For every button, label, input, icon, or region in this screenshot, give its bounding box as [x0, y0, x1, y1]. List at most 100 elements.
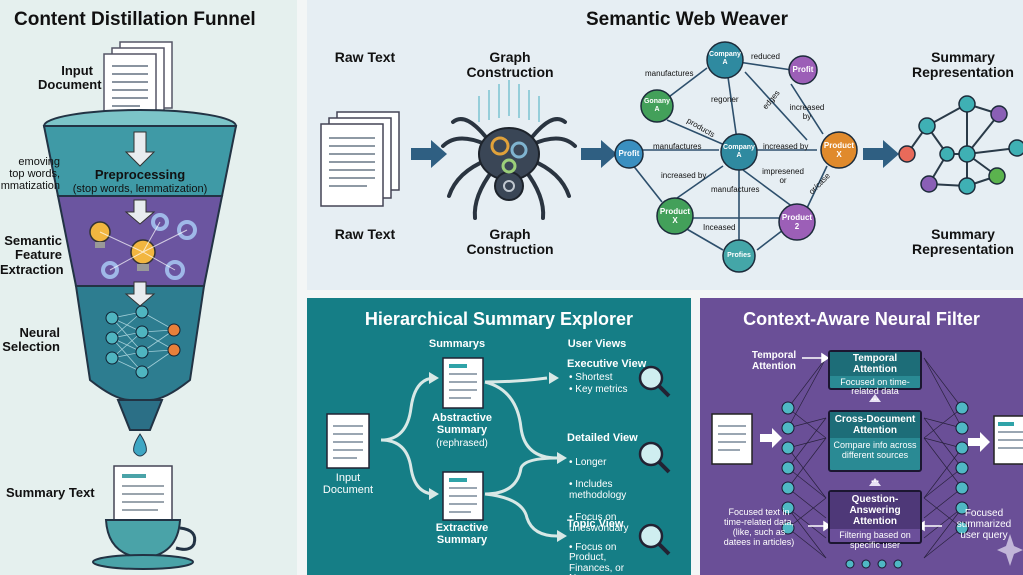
detailed-item: • Longer	[569, 457, 607, 468]
gear-icon	[101, 213, 197, 280]
summary-text-label: Summary Text	[6, 485, 95, 500]
spider-icon	[441, 80, 577, 220]
removing-label: emoving top words, mmatization	[0, 156, 60, 193]
neural-title: Context-Aware Neural Filter	[743, 309, 980, 329]
node-product-x-left[interactable]: Product X	[659, 207, 691, 225]
node-company-a-top[interactable]: Company A	[709, 51, 741, 66]
cup-icon	[92, 519, 197, 570]
arrowheads	[429, 372, 567, 542]
node-company-a-center[interactable]: Company A	[723, 144, 755, 159]
raw-text-label-bottom: Raw Text	[334, 226, 396, 242]
semantic-web-graphic	[320, 41, 1023, 273]
input-document-label: Input Document	[38, 63, 102, 93]
input-text-icon	[711, 413, 753, 465]
funnel-graphic	[42, 41, 238, 570]
summary-document-icon	[113, 465, 173, 527]
node-product-2[interactable]: Product 2	[781, 213, 813, 231]
focused-query-note: Focused summarized user query	[956, 508, 1012, 541]
abstractive-summary-label: Abstractive Summary	[432, 412, 492, 437]
cross-document-attention-title: Cross-Document Attention	[830, 412, 920, 438]
temporal-attention-title: Temporal Attention	[830, 352, 920, 376]
temporal-attention-label: Temporal Attention	[751, 350, 797, 372]
executive-view-list: • Shortest • Key metrics	[569, 372, 628, 395]
sparkle-icon	[997, 534, 1023, 566]
up-arrow-icon	[869, 394, 881, 486]
neural-network-icon	[105, 305, 181, 379]
detailed-item: • Includes methodology	[569, 479, 627, 501]
network-connections	[787, 357, 963, 559]
graph-construction-label-bottom: Graph Construction	[466, 226, 554, 258]
focused-text-note: Focused text in time-related data, (like…	[723, 507, 795, 547]
node-product-x-right[interactable]: Product X	[823, 141, 855, 159]
abstractive-summary-sub: (rephrased)	[436, 438, 488, 449]
raw-text-label-top: Raw Text	[334, 49, 396, 65]
detailed-view-title[interactable]: Detailed View	[567, 432, 638, 444]
droplet-icon	[133, 433, 147, 457]
cross-document-attention-box[interactable]: Cross-Document Attention Compare info ac…	[828, 410, 922, 472]
topic-view-title[interactable]: Topic View	[567, 518, 624, 530]
edge-label-increased-by-left: increased by	[661, 171, 707, 180]
edge-label-increased-by-top: increased by	[789, 103, 825, 121]
flow-arrows	[124, 131, 156, 307]
temporal-attention-box[interactable]: Temporal Attention Focused on time- rela…	[828, 350, 922, 396]
temporal-attention-text: Focused on time- related data	[840, 377, 910, 397]
funnel-spout	[116, 399, 164, 431]
ellipsis-1: ...	[870, 392, 880, 403]
question-answering-attention-title: Question-Answering Attention	[830, 492, 920, 529]
graph-nodes	[614, 41, 858, 273]
edge-label-manufactures-low: manufactures	[711, 185, 760, 194]
summary-representation-label-top: Summary Representation	[912, 49, 1014, 81]
input-document-icon	[326, 413, 370, 469]
hierarchical-summary-explorer-panel: Hierarchical Summary Explorer Summarys U…	[307, 298, 691, 575]
content-distillation-funnel-panel: Content Distillation Funnel	[0, 0, 297, 575]
executive-item: • Key metrics	[569, 383, 628, 395]
neuron-nodes	[781, 401, 969, 569]
branch-arrows	[380, 376, 558, 538]
funnel-title: Content Distillation Funnel	[14, 9, 256, 30]
flow-arrow-icon	[411, 140, 899, 168]
edge-label-manufactures-top: manufactures	[645, 69, 694, 78]
edge-label-manufactures-mid: manufactures	[653, 142, 702, 151]
edge-label-impresened: impresened or	[762, 167, 804, 185]
semantic-feature-label: Semantic Feature Extraction	[0, 233, 64, 277]
raw-text-document-icon	[320, 111, 400, 207]
edge-label-reduced: reduced	[751, 52, 780, 61]
col-summaries-label: Summarys	[428, 338, 486, 350]
summary-graph-icon	[898, 95, 1023, 195]
node-gonany-a[interactable]: Gonany A	[643, 98, 671, 113]
search-icon	[638, 365, 671, 556]
preprocessing-title: Preprocessing	[94, 167, 186, 182]
input-arrow-icon	[760, 428, 782, 448]
executive-item: • Shortest	[569, 372, 613, 383]
abstractive-summary-icon	[442, 357, 484, 409]
edge-label-regoner: regoner	[711, 95, 739, 104]
topic-item: • Focus on Product, Finances, or News	[569, 541, 625, 575]
input-document-label: Input Document	[322, 472, 374, 497]
node-profit-top[interactable]: Profit	[792, 65, 814, 74]
detailed-view-list: • Longer • Includes methodology • Focus …	[569, 446, 628, 545]
extractive-summary-icon	[442, 471, 484, 521]
detailed-item: • Focus on uneswondary	[569, 512, 629, 534]
topic-view-list: • Focus on Product, Finances, or News	[569, 532, 624, 575]
node-profies[interactable]: Profies	[727, 252, 751, 259]
edge-label-increased-by-mid: increased by	[763, 142, 809, 151]
edge-label-inceased: Inceased	[703, 223, 736, 232]
extractive-summary-label: Extractive Summary	[435, 522, 489, 547]
neural-selection-label: Neural Selection	[2, 325, 60, 355]
ellipsis-2: ...	[870, 474, 880, 485]
node-profit-left[interactable]: Profit	[618, 149, 640, 158]
graph-construction-label-top: Graph Construction	[466, 49, 554, 81]
summary-representation-label-bottom: Summary Representation	[912, 226, 1014, 258]
context-aware-neural-filter-panel: Context-Aware Neural Filter	[700, 298, 1023, 575]
web-title: Semantic Web Weaver	[585, 9, 789, 30]
question-answering-attention-text: Filtering based on specific user	[839, 530, 911, 550]
col-user-views-label: User Views	[567, 338, 627, 350]
neural-filter-graphic	[711, 352, 1023, 569]
question-answering-attention-box[interactable]: Question-Answering Attention Filtering b…	[828, 490, 922, 550]
output-summary-icon	[993, 415, 1023, 465]
hier-graphic	[326, 357, 671, 556]
semantic-web-weaver-panel: Semantic Web Weaver Raw Text Raw Text Gr…	[307, 0, 1023, 290]
executive-view-title[interactable]: Executive View	[567, 358, 647, 370]
cross-document-attention-text: Compare info across different sources	[833, 440, 917, 460]
preprocessing-subtitle: (stop words, lemmatization)	[72, 183, 208, 195]
